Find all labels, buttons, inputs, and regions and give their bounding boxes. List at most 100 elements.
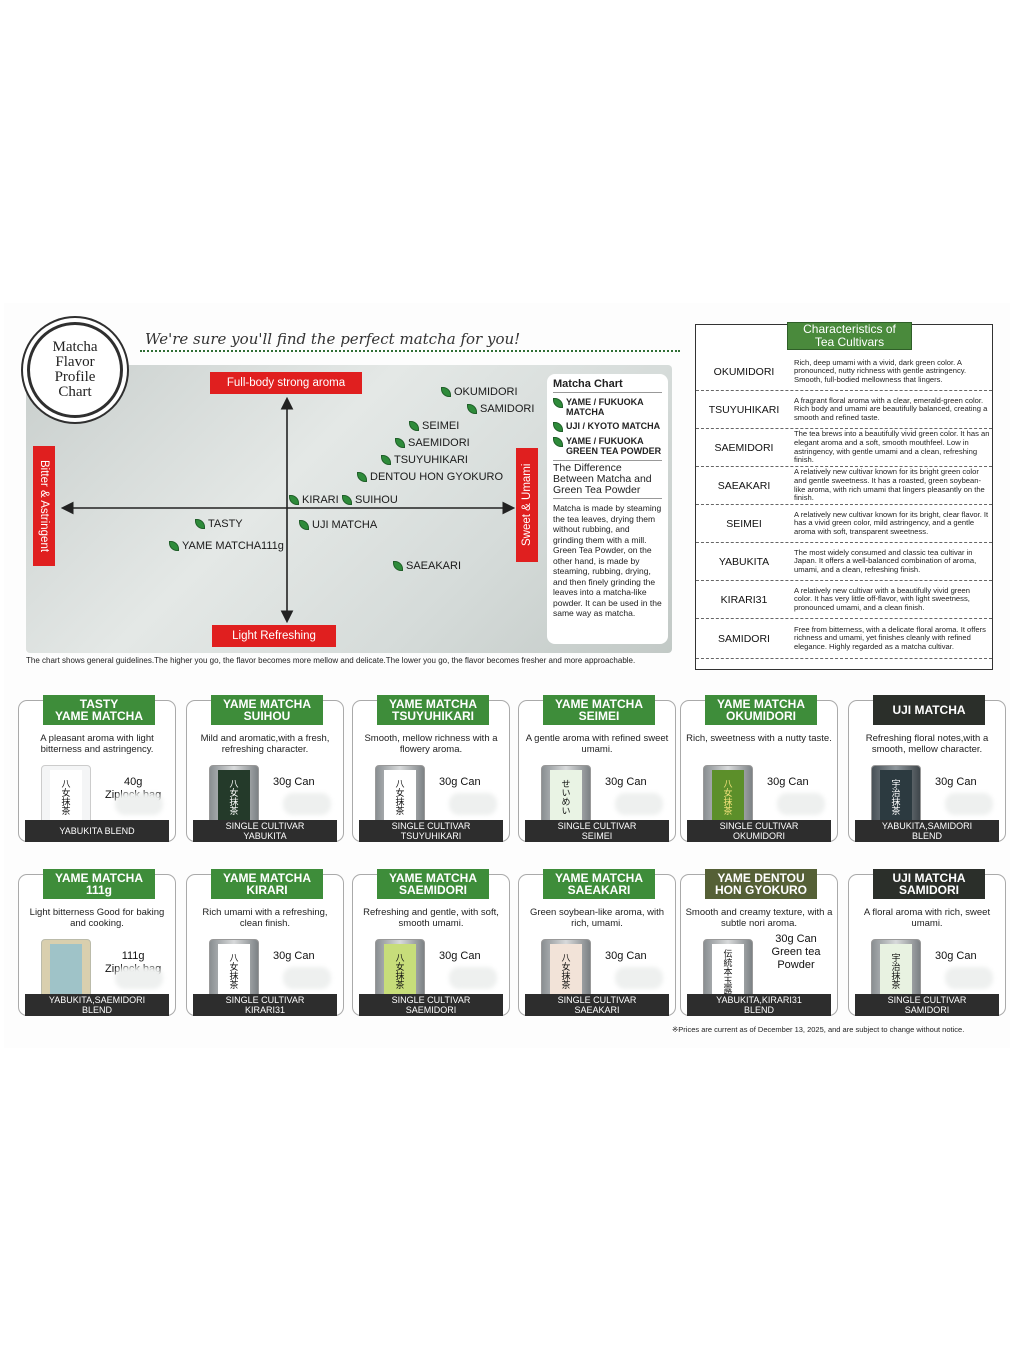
chart-point-label: UJI MATCHA xyxy=(312,519,378,531)
badge-line: Matcha xyxy=(52,339,98,355)
blend-line: SAEMIDORI xyxy=(405,1005,457,1015)
product-desc: Green soybean-like aroma, with rich, uma… xyxy=(529,907,665,929)
tagline-underline xyxy=(140,350,680,352)
blend-line: SINGLE CULTIVAR xyxy=(391,821,471,831)
tea-leaf-icon xyxy=(299,520,309,530)
flavor-chart-badge: Matcha Flavor Profile Chart xyxy=(27,322,123,418)
price-blur xyxy=(115,967,163,989)
cultivar-name: SAMIDORI xyxy=(718,632,770,645)
package-label: せいめい xyxy=(550,770,582,824)
product-size: 30g Can xyxy=(273,776,315,789)
tea-can-image: 宇治抹茶 xyxy=(871,939,921,1001)
package-label: 宇治抹茶 xyxy=(880,770,912,824)
chart-point-label: SAEAKARI xyxy=(406,560,462,572)
legend-title: Matcha Chart xyxy=(553,378,662,393)
product-title-line: KIRARI xyxy=(246,883,288,897)
price-blur xyxy=(283,967,331,989)
cultivar-title-line: Tea Cultivars xyxy=(814,335,885,349)
cultivar-row: SAEMIDORI The tea brews into a beautiful… xyxy=(696,429,992,467)
chart-point: OKUMIDORI xyxy=(441,386,518,398)
cultivar-row: TSUYUHIKARI A fragrant floral aroma with… xyxy=(696,391,992,429)
package-label: 宇治抹茶 xyxy=(880,944,912,998)
chart-point: SEIMEI xyxy=(409,420,459,432)
price-blur xyxy=(615,793,663,815)
cultivar-desc: A fragrant floral aroma with a clear, em… xyxy=(794,395,988,422)
chart-point-label: TSUYUHIKARI xyxy=(394,454,468,466)
cultivar-table-title: Characteristics of Tea Cultivars xyxy=(787,322,912,350)
price-blur xyxy=(283,793,331,815)
tea-leaf-icon xyxy=(395,438,405,448)
cultivar-desc: Free from bitterness, with a delicate fl… xyxy=(794,624,986,651)
product-title-line: UJI MATCHA xyxy=(892,871,966,885)
product-size: 30g Can xyxy=(605,776,647,789)
package-label: 伝統本玉露 xyxy=(712,944,744,998)
package-label: 八女抹茶 xyxy=(384,770,416,824)
legend-item-label: YAME / FUKUOKA GREEN TEA POWDER xyxy=(566,436,662,456)
axis-right-label: Sweet & Umami xyxy=(516,448,538,562)
product-desc: A gentle aroma with refined sweet umami. xyxy=(525,733,669,755)
product-title-line: SAEAKARI xyxy=(567,883,631,897)
blend-line: SINGLE CULTIVAR xyxy=(557,995,637,1005)
package-label: 八女抹茶 xyxy=(218,944,250,998)
package-label: 八女抹茶 xyxy=(384,944,416,998)
cultivar-row: SAMIDORI Free from bitterness, with a de… xyxy=(696,619,992,659)
product-desc: A pleasant aroma with light bitterness a… xyxy=(40,733,154,755)
tea-leaf-icon xyxy=(467,404,477,414)
product-desc: Refreshing and gentle, with soft, smooth… xyxy=(363,907,499,929)
cultivar-name: TSUYUHIKARI xyxy=(708,403,780,416)
product-title-line: TSUYUHIKARI xyxy=(391,709,474,723)
cultivar-row: KIRARI31 A relatively new cultivar with … xyxy=(696,581,992,619)
product-size: 30g Can xyxy=(439,776,481,789)
cultivar-name: OKUMIDORI xyxy=(713,365,775,378)
chart-point: TSUYUHIKARI xyxy=(381,454,468,466)
product-title-line: YAME MATCHA xyxy=(388,697,477,711)
product-title-line: YAME MATCHA xyxy=(716,697,805,711)
chart-point-label: SEIMEI xyxy=(422,420,460,432)
size-line: 30g Can xyxy=(775,933,817,945)
price-blur xyxy=(115,793,163,815)
tea-can-image: 宇治抹茶 xyxy=(871,765,921,827)
cultivar-desc: A relatively new cultivar with a beautif… xyxy=(794,585,971,612)
chart-point-label: TASTY xyxy=(208,518,243,530)
cultivar-name: YABUKITA xyxy=(718,555,770,568)
price-note: ※Prices are current as of December 13, 2… xyxy=(672,1025,965,1034)
chart-point-label: SAEMIDORI xyxy=(408,437,470,449)
tea-leaf-icon xyxy=(195,519,205,529)
product-size: 30g Can xyxy=(935,950,977,963)
blend-line: BLEND xyxy=(743,1005,774,1015)
product-card[interactable]: UJI MATCHA Refreshing floral notes,with … xyxy=(848,695,1006,842)
axis-bottom-label: Light Refreshing xyxy=(212,625,336,647)
size-line: Green tea Powder xyxy=(771,946,821,971)
package-label: 八女抹茶 xyxy=(550,944,582,998)
product-title-line: HON GYOKURO xyxy=(714,883,807,897)
blend-line: BLEND xyxy=(911,831,942,841)
tea-can-image: 八女抹茶 xyxy=(209,765,259,827)
blend-line: YABUKITA,SAMIDORI xyxy=(881,821,973,831)
chart-footnote: The chart shows general guidelines.The h… xyxy=(26,656,636,665)
size-line: 40g xyxy=(123,776,143,788)
product-size: 30g Can xyxy=(605,950,647,963)
product-title-line: SEIMEI xyxy=(578,709,620,723)
size-line: 30g Can xyxy=(605,950,647,962)
